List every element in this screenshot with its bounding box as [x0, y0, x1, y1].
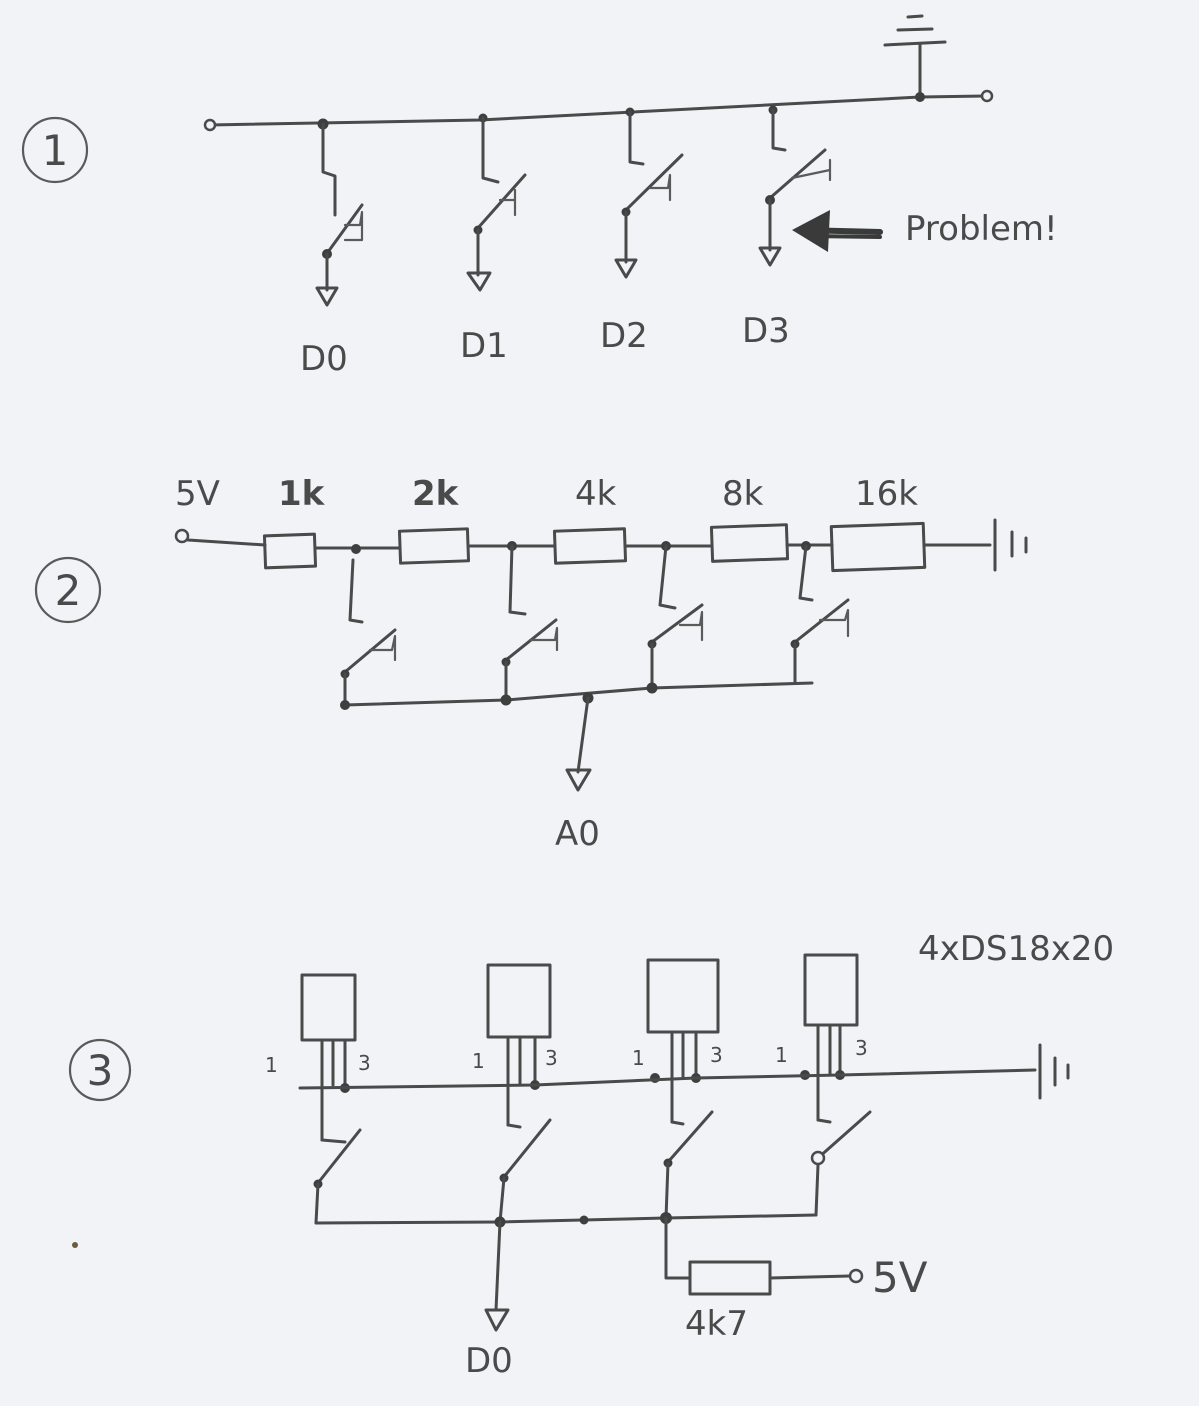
ladder-wire	[186, 538, 267, 547]
pullup-wire	[664, 1216, 692, 1280]
section-2-switch-3	[647, 541, 704, 690]
output-label-d3: D3	[742, 311, 790, 351]
section-1-switch-d0	[315, 118, 364, 307]
resistor-1k	[262, 532, 318, 570]
section-2-circle	[34, 556, 102, 624]
section-3: 3 4xDS18x20 1 3 1 3	[68, 929, 1114, 1381]
resistor-16k	[829, 521, 927, 573]
section-1-circle	[21, 116, 89, 184]
section-3-circle	[68, 1038, 132, 1102]
section-3-switch-2	[498, 1118, 552, 1224]
section-2-switch-1	[340, 544, 397, 707]
resistor-2k	[397, 527, 471, 565]
section-3-number: 3	[87, 1046, 114, 1095]
sensor-2: 1 3	[472, 963, 558, 1127]
sensor-3: 1 3	[632, 958, 723, 1124]
resistor-label-4k: 4k	[575, 474, 617, 514]
resistor-label-2k: 2k	[412, 474, 460, 514]
section-2: 2 5V 1k 2k 4k 8k 16k	[34, 474, 1028, 854]
section-3-supply-terminal	[848, 1268, 864, 1284]
section-3-ground-rail	[298, 1068, 1037, 1090]
pullup-label: 4k7	[685, 1304, 748, 1344]
sensor-2-pin-3: 3	[545, 1046, 558, 1070]
section-1-switch-d1	[466, 113, 527, 292]
section-2-switch-4	[790, 541, 850, 685]
section-3-switch-1	[313, 1128, 362, 1225]
section-1-switch-d3	[758, 105, 832, 267]
sensor-4: 1 3	[775, 953, 868, 1122]
sensor-3-pin-3: 3	[710, 1043, 723, 1067]
sensor-3-pin-1: 1	[632, 1046, 645, 1070]
section-3-switch-4	[810, 1110, 872, 1217]
section-1: 1	[21, 14, 1058, 379]
resistor-label-1k: 1k	[278, 474, 326, 514]
sensor-4-pin-1: 1	[775, 1043, 788, 1067]
section-2-switch-2	[501, 541, 559, 702]
output-label-d2: D2	[600, 316, 648, 356]
problem-arrow-icon	[792, 210, 883, 252]
resistor-label-16k: 16k	[855, 474, 918, 514]
section-3-output-arrow-icon	[484, 1308, 510, 1332]
resistor-4k	[552, 527, 628, 565]
sensor-2-pin-1: 1	[472, 1049, 485, 1073]
sensor-1: 1 3	[265, 973, 371, 1142]
section-1-ground-icon	[883, 14, 947, 102]
section-2-ground-icon	[993, 518, 1028, 572]
output-label-a0: A0	[555, 814, 600, 854]
section-2-terminal	[174, 528, 190, 544]
section-2-bus	[343, 681, 814, 707]
output-label-d0-section-3: D0	[465, 1341, 513, 1381]
section-1-number: 1	[42, 126, 69, 175]
output-label-d1: D1	[460, 326, 508, 366]
sensor-1-pin-3: 3	[358, 1051, 371, 1075]
sensor-1-pin-1: 1	[265, 1053, 278, 1077]
section-2-number: 2	[55, 566, 82, 615]
resistor-label-8k: 8k	[722, 474, 764, 514]
section-1-terminal-left	[203, 118, 217, 132]
problem-note: Problem!	[905, 209, 1058, 249]
section-1-terminal-right	[980, 89, 994, 103]
pullup-resistor	[688, 1260, 772, 1296]
sensor-4-pin-3: 3	[855, 1036, 868, 1060]
section-3-ground-icon	[1038, 1043, 1070, 1100]
supply-label-5v: 5V	[175, 474, 220, 514]
section-1-bus	[208, 94, 987, 127]
paper-speck	[72, 1242, 78, 1248]
section-3-data-bus	[314, 1213, 818, 1225]
sensors-caption: 4xDS18x20	[918, 929, 1114, 969]
section-1-switch-d2	[614, 107, 684, 279]
section-2-output-arrow-icon	[565, 768, 592, 792]
section-3-switch-3	[663, 1110, 714, 1220]
resistor-8k	[709, 523, 790, 563]
output-label-d0: D0	[300, 339, 348, 379]
supply-label-5v-section-3: 5V	[872, 1253, 928, 1302]
